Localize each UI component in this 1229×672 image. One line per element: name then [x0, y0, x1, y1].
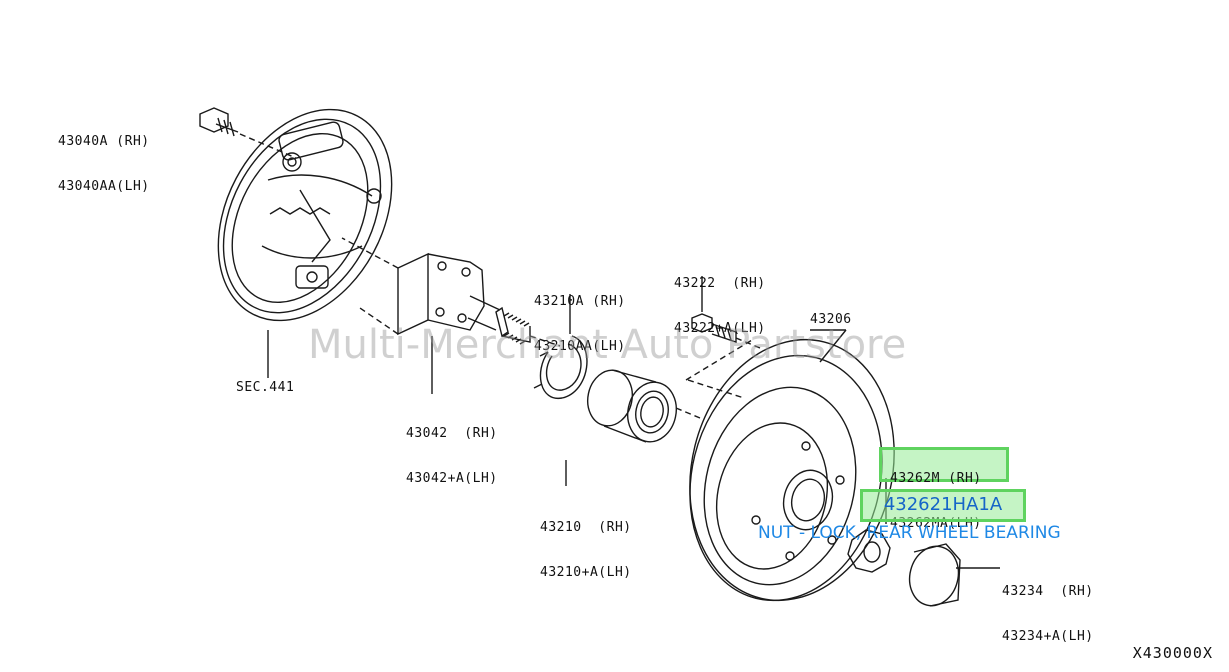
label-hub-cap: 43234 (RH) 43234+A(LH) — [1002, 554, 1094, 672]
label-retaining-ring-rh: 43210A (RH) — [534, 294, 626, 309]
label-brake-assembly: SEC.441 — [236, 380, 295, 395]
label-hub-bolt: 43222 (RH) 43222+A(LH) — [674, 246, 766, 366]
lock-nut-callout[interactable] — [879, 447, 1009, 482]
label-anchor-plate-bolt-lh: 43040AA(LH) — [58, 179, 150, 194]
label-hub-bolt-rh: 43222 (RH) — [674, 276, 766, 291]
label-anchor-plate-bolt-rh: 43040A (RH) — [58, 134, 150, 149]
retaining-ring — [533, 294, 588, 399]
store-watermark: Multi-Merchant Auto Partstore — [308, 322, 907, 368]
label-anchor-plate-bolt: 43040A (RH) 43040AA(LH) — [58, 104, 150, 224]
label-axle-housing-lh: 43042+A(LH) — [406, 471, 498, 486]
label-retaining-ring-lh: 43210AA(LH) — [534, 339, 626, 354]
label-brake-drum: 43206 — [810, 312, 852, 327]
wheel-bearing — [565, 369, 701, 486]
label-wheel-bearing: 43210 (RH) 43210+A(LH) — [540, 490, 632, 610]
label-axle-housing: 43042 (RH) 43042+A(LH) — [406, 396, 498, 516]
axle-housing — [341, 237, 561, 394]
highlighted-part-number[interactable]: 432621HA1A — [860, 489, 1026, 522]
label-wheel-bearing-rh: 43210 (RH) — [540, 520, 632, 535]
hub-bolt — [685, 276, 761, 399]
label-hub-cap-rh: 43234 (RH) — [1002, 584, 1094, 599]
diagram-id: X430000X — [1132, 644, 1213, 662]
label-hub-cap-lh: 43234+A(LH) — [1002, 629, 1094, 644]
label-retaining-ring: 43210A (RH) 43210AA(LH) — [534, 264, 626, 384]
label-lock-nut-rh: 43262M (RH) — [890, 471, 982, 486]
label-hub-bolt-lh: 43222+A(LH) — [674, 321, 766, 336]
label-axle-housing-rh: 43042 (RH) — [406, 426, 498, 441]
highlighted-part-description: NUT - LOCK, REAR WHEEL BEARING — [758, 523, 1061, 543]
hub-cap — [908, 543, 1000, 607]
label-wheel-bearing-lh: 43210+A(LH) — [540, 565, 632, 580]
brake-backing-plate — [199, 107, 393, 378]
